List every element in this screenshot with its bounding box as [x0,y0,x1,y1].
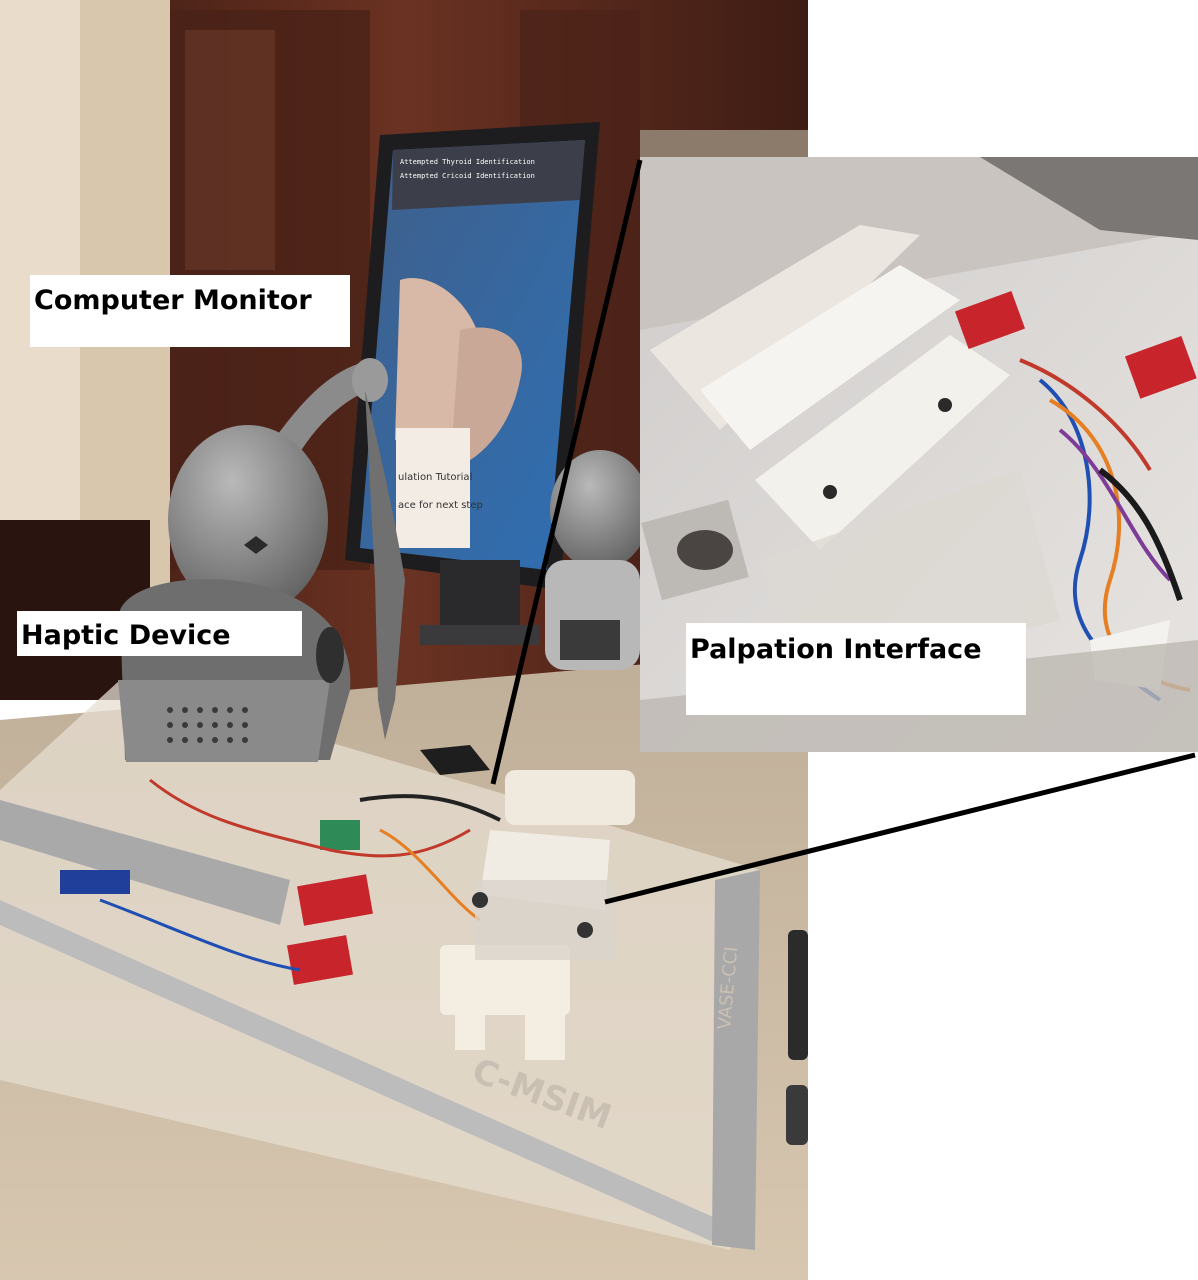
keyboard-edge [788,930,808,1060]
palpation-interface-device [472,770,635,960]
screen-dialog-text: ace for next step [398,500,483,511]
haptic-device-label: Haptic Device [17,611,302,656]
leader-line-left [490,159,643,785]
leader-line-right [604,752,1196,905]
screen-dialog-title: ulation Tutorial [398,472,472,483]
screen-line-2: Attempted Cricoid Identification [400,172,535,180]
computer-monitor: Attempted Thyroid Identification Attempt… [345,122,600,645]
background-haptic-device [545,450,650,670]
phone-edge [786,1085,808,1145]
computer-monitor-label: Computer Monitor [30,275,350,347]
screen-line-1: Attempted Thyroid Identification [400,158,535,166]
palpation-interface-label: Palpation Interface [686,623,1026,715]
